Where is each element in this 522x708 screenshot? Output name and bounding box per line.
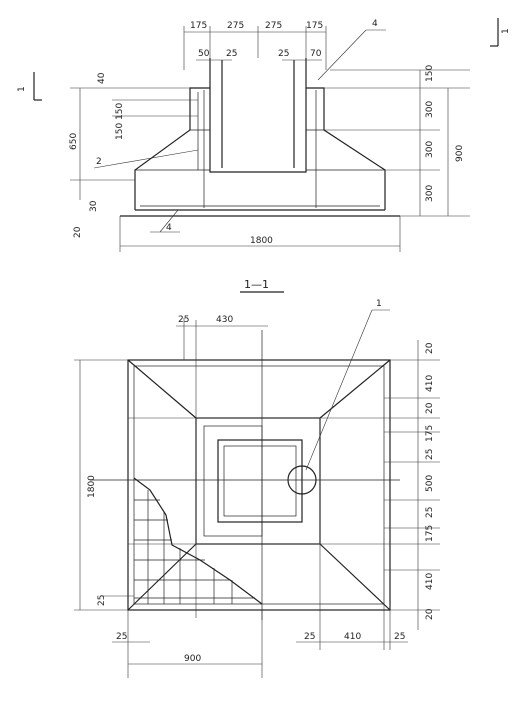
section-dim-right-4: 300 <box>425 185 435 202</box>
section-right-dimensions: 150 300 300 300 900 <box>324 65 470 217</box>
socket-opening <box>217 439 303 523</box>
section-dim-top-1: 175 <box>190 21 207 31</box>
plan-left-dimensions: 1800 25 <box>74 359 134 611</box>
plan-leader-label: 1 <box>376 299 382 309</box>
plan-dim-bottom-right-2: 410 <box>344 632 361 642</box>
section-width-total: 1800 <box>250 236 273 246</box>
section-dim-inner-3: 25 <box>278 49 289 59</box>
plan-dim-right-3: 20 <box>425 402 435 414</box>
section-dim-left-150: 150 150 <box>115 103 125 140</box>
section-dim-right-3: 300 <box>425 141 435 158</box>
section-cut-mark-left: 1 <box>17 72 42 101</box>
section-dim-top-4: 175 <box>306 21 323 31</box>
cut-mark-label-right: 1 <box>501 28 511 34</box>
rebar-mesh-detail <box>133 477 263 605</box>
plan-top-dimensions: 25 430 <box>176 315 268 360</box>
section-dim-small-1: 30 <box>89 200 99 212</box>
plan-dim-right-9: 410 <box>425 573 435 590</box>
plan-dim-bottom-left-2: 900 <box>184 654 201 664</box>
section-cut-mark-right: 1 <box>490 18 511 47</box>
plan-dim-right-6: 500 <box>425 475 435 492</box>
socket-outline <box>195 417 321 545</box>
plan-dim-left-small: 25 <box>97 595 107 606</box>
section-dim-left-650: 650 <box>69 133 79 150</box>
plan-dim-right-10: 20 <box>425 608 435 620</box>
plan-dim-bottom-left-1: 25 <box>116 632 127 642</box>
leader-top-right: 4 <box>317 19 386 81</box>
plan-dim-right-8: 175 <box>425 525 435 542</box>
plan-bottom-dimensions: 25 900 25 410 25 <box>112 604 408 678</box>
section-bottom-dimensions: 4 1800 <box>119 209 401 252</box>
section-left-dimensions: 650 150 150 40 2 30 20 <box>69 72 199 238</box>
plan-height-total: 1800 <box>87 475 97 498</box>
section-title: 1—1 <box>244 278 269 291</box>
plan-right-dimensions: 20 410 20 175 25 500 25 175 410 20 <box>384 340 440 630</box>
plan-dim-bottom-right-3: 25 <box>394 632 405 642</box>
plan-dim-right-5: 25 <box>425 449 435 460</box>
leader-top-label: 4 <box>372 19 378 29</box>
section-dim-inner-4: 70 <box>310 49 322 59</box>
plan-dim-right-1: 20 <box>425 342 435 354</box>
section-dim-top-3: 275 <box>265 21 282 31</box>
section-height-total: 900 <box>455 145 465 162</box>
section-dim-right-1: 150 <box>425 65 435 82</box>
plan-dim-right-4: 175 <box>425 425 435 442</box>
section-dim-top-2: 275 <box>227 21 244 31</box>
plan-dim-right-2: 410 <box>425 375 435 392</box>
section-view: 1 1 <box>17 18 511 252</box>
cut-mark-label-left: 1 <box>17 86 27 92</box>
section-dim-small-2: 20 <box>73 226 83 238</box>
plan-dim-right-7: 25 <box>425 507 435 518</box>
anchor-bolt-callout: 1 <box>287 299 390 495</box>
footing-plan-outline <box>127 359 391 611</box>
leader-left-label: 2 <box>96 157 102 167</box>
section-dim-inner-1: 50 <box>198 49 210 59</box>
footing-section-outline <box>120 58 400 217</box>
plan-view: 1 25 430 20 410 20 175 25 500 25 <box>74 299 440 678</box>
section-dim-inner-2: 25 <box>226 49 237 59</box>
leader-bottom-label: 4 <box>166 223 172 233</box>
section-dim-right-2: 300 <box>425 101 435 118</box>
plan-dim-bottom-right-1: 25 <box>304 632 315 642</box>
plan-dim-top-2: 430 <box>216 315 233 325</box>
section-dim-left-40: 40 <box>97 72 107 84</box>
plan-dim-top-1: 25 <box>178 315 189 325</box>
section-top-dimensions: 175 275 275 175 50 25 25 70 <box>183 21 327 70</box>
